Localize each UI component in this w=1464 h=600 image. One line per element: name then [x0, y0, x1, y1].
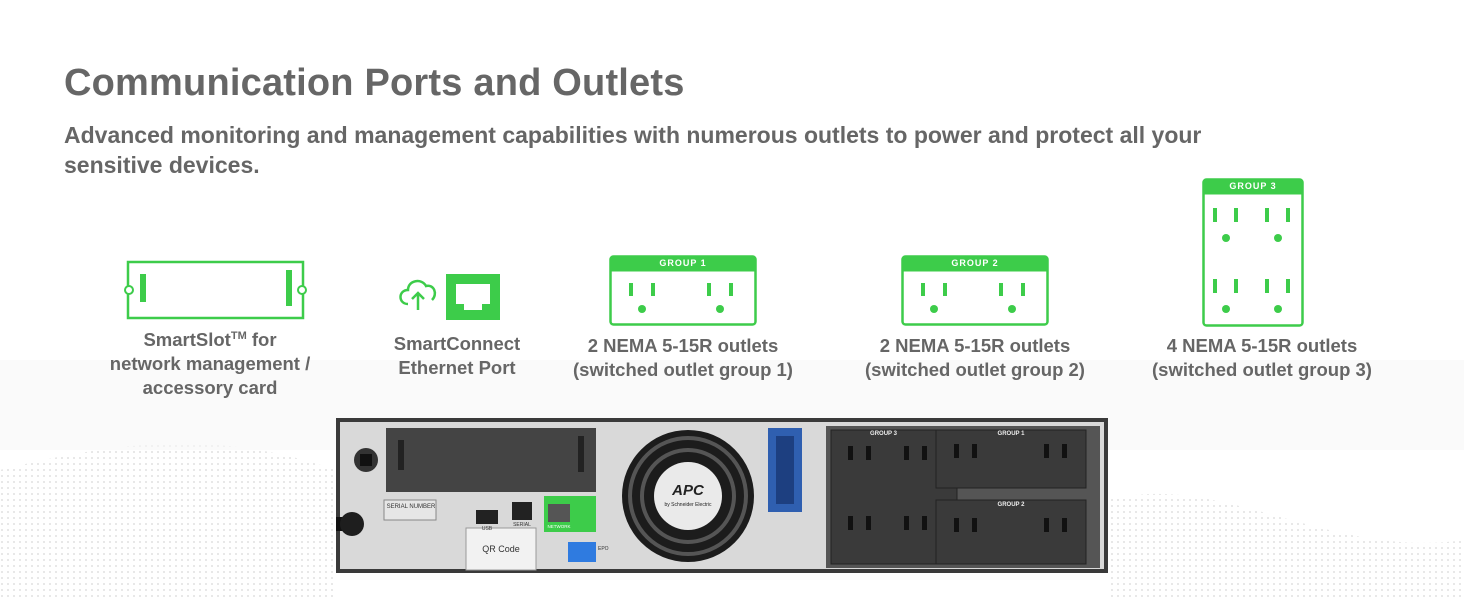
outlet-group3-icon — [1202, 178, 1304, 333]
ups-brand-logo: APC — [672, 482, 704, 499]
ups-brand-sub: by Schneider Electric — [664, 502, 712, 508]
outlet-group3-label: GROUP 3 — [870, 431, 897, 437]
serial-port-label: SERIAL — [513, 522, 531, 528]
group2-caption: 2 NEMA 5-15R outlets (switched outlet gr… — [865, 335, 1085, 380]
smartslot-card-icon — [124, 260, 308, 327]
group3-badge: GROUP 3 — [1229, 181, 1277, 191]
outlet-group1-label: GROUP 1 — [997, 431, 1025, 437]
group1-caption: 2 NEMA 5-15R outlets (switched outlet gr… — [573, 335, 793, 380]
epo-label: EPO — [598, 546, 609, 552]
serial-number-label: SERIAL NUMBER — [386, 504, 436, 510]
outlet-group1-icon — [609, 255, 757, 332]
page-subtitle: Advanced monitoring and management capab… — [64, 122, 1202, 178]
smartconnect-ethernet-icon — [396, 270, 506, 329]
group2-badge: GROUP 2 — [951, 258, 999, 268]
page-title: Communication Ports and Outlets — [64, 62, 685, 104]
group1-badge: GROUP 1 — [659, 258, 707, 268]
cloud-upload-icon — [399, 279, 437, 310]
outlet-group2-icon — [901, 255, 1049, 332]
smartconnect-caption: SmartConnect Ethernet Port — [393, 333, 521, 378]
group3-caption: 4 NEMA 5-15R outlets (switched outlet gr… — [1152, 335, 1372, 380]
network-port-label: NETWORK — [547, 524, 571, 529]
qr-code-label: QR Code — [482, 544, 520, 554]
usb-label: USB — [481, 526, 493, 532]
smartslot-caption: SmartSlotTM for network management / acc… — [109, 329, 311, 399]
outlet-group2-label: GROUP 2 — [997, 502, 1025, 508]
ups-rear-panel: APC by Schneider Electric SERIAL NUMBER … — [336, 418, 1108, 573]
